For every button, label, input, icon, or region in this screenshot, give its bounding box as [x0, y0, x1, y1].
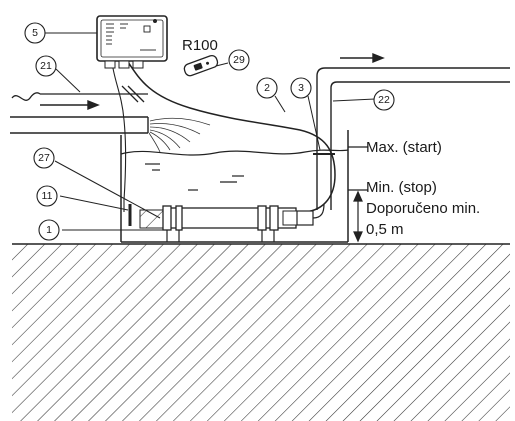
callout-27: [33, 147, 55, 169]
controller-unit: [96, 15, 168, 69]
callout-22: [373, 89, 395, 111]
remote-control: [183, 54, 219, 77]
callout-21: [35, 55, 57, 77]
remote-model-label: R100: [182, 37, 218, 54]
callout-29-text: 29: [233, 54, 245, 66]
callouts: [24, 22, 395, 241]
callout-3: [290, 77, 312, 99]
callout-22-text: 22: [378, 94, 390, 106]
callout-1: [38, 219, 60, 241]
callout-5-text: 5: [32, 27, 38, 39]
inlet-pipe: [10, 99, 149, 134]
power-cable: [11, 85, 148, 103]
callout-29: [228, 49, 250, 71]
water-surface: [120, 149, 349, 191]
recommended-min-label: Doporučeno min.: [366, 200, 480, 217]
tank: [120, 130, 349, 243]
callout-11-text: 11: [42, 190, 53, 202]
callout-1-text: 1: [46, 224, 52, 236]
recommended-depth-label: 0,5 m: [366, 221, 404, 238]
float-cable: [111, 61, 127, 212]
callout-5: [24, 22, 46, 44]
leader-lines: [45, 32, 376, 231]
water-spray: [148, 117, 211, 153]
callout-2: [256, 77, 278, 99]
callout-3-text: 3: [298, 82, 304, 94]
max-level-label: Max. (start): [366, 139, 442, 156]
pump-cable: [127, 61, 336, 213]
level-dimensions: [348, 146, 368, 243]
outlet-pipe: [316, 52, 510, 210]
callout-21-text: 21: [40, 60, 52, 72]
min-level-label: Min. (stop): [366, 179, 437, 196]
callout-2-text: 2: [264, 82, 270, 94]
callout-27-text: 27: [38, 152, 50, 164]
callout-11: [36, 185, 58, 207]
pump: [139, 203, 325, 242]
ground: [12, 243, 510, 421]
